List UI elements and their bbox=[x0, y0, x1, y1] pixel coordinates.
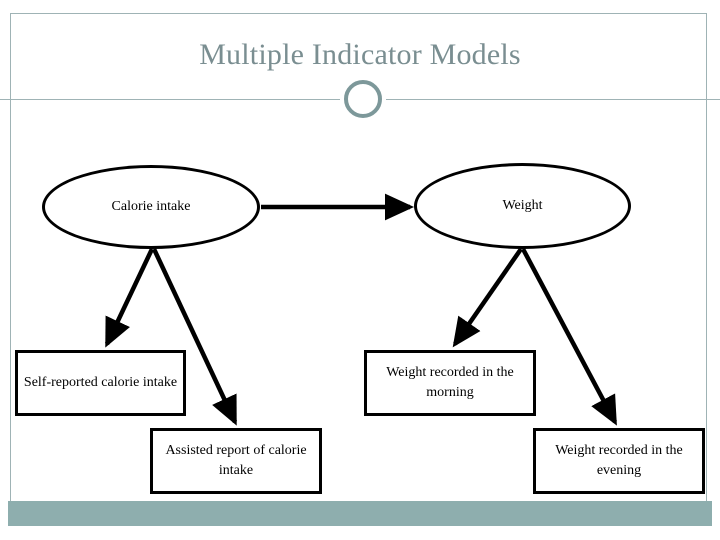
node-weight-recorded-in-the-morning: Weight recorded in the morning bbox=[364, 350, 536, 416]
node-weight-label: Weight bbox=[502, 198, 543, 213]
node-calorie-intake: Calorie intake bbox=[42, 165, 260, 249]
node-weight-recorded-in-the-morning-label: Weight recorded in the morning bbox=[386, 365, 514, 400]
slide-title: Multiple Indicator Models bbox=[199, 38, 521, 71]
node-assisted-report-of-calorie-intake-label: Assisted report of calorie intake bbox=[165, 443, 307, 478]
node-calorie-intake-label: Calorie intake bbox=[111, 199, 191, 214]
node-self-reported-calorie-intake: Self-reported calorie intake bbox=[15, 350, 186, 416]
node-weight-recorded-in-the-evening: Weight recorded in the evening bbox=[533, 428, 705, 494]
divider-circle-ornament bbox=[344, 80, 382, 118]
node-weight: Weight bbox=[414, 163, 631, 249]
node-self-reported-calorie-intake-label: Self-reported calorie intake bbox=[23, 375, 178, 390]
slide-footer-bar bbox=[8, 501, 712, 526]
edge-weight-to-evening bbox=[521, 247, 617, 426]
node-weight-recorded-in-the-evening-label: Weight recorded in the evening bbox=[555, 443, 683, 478]
edge-weight-to-morning bbox=[452, 247, 523, 348]
edge-calorie-to-self-reported bbox=[104, 248, 155, 348]
node-assisted-report-of-calorie-intake: Assisted report of calorie intake bbox=[150, 428, 322, 494]
